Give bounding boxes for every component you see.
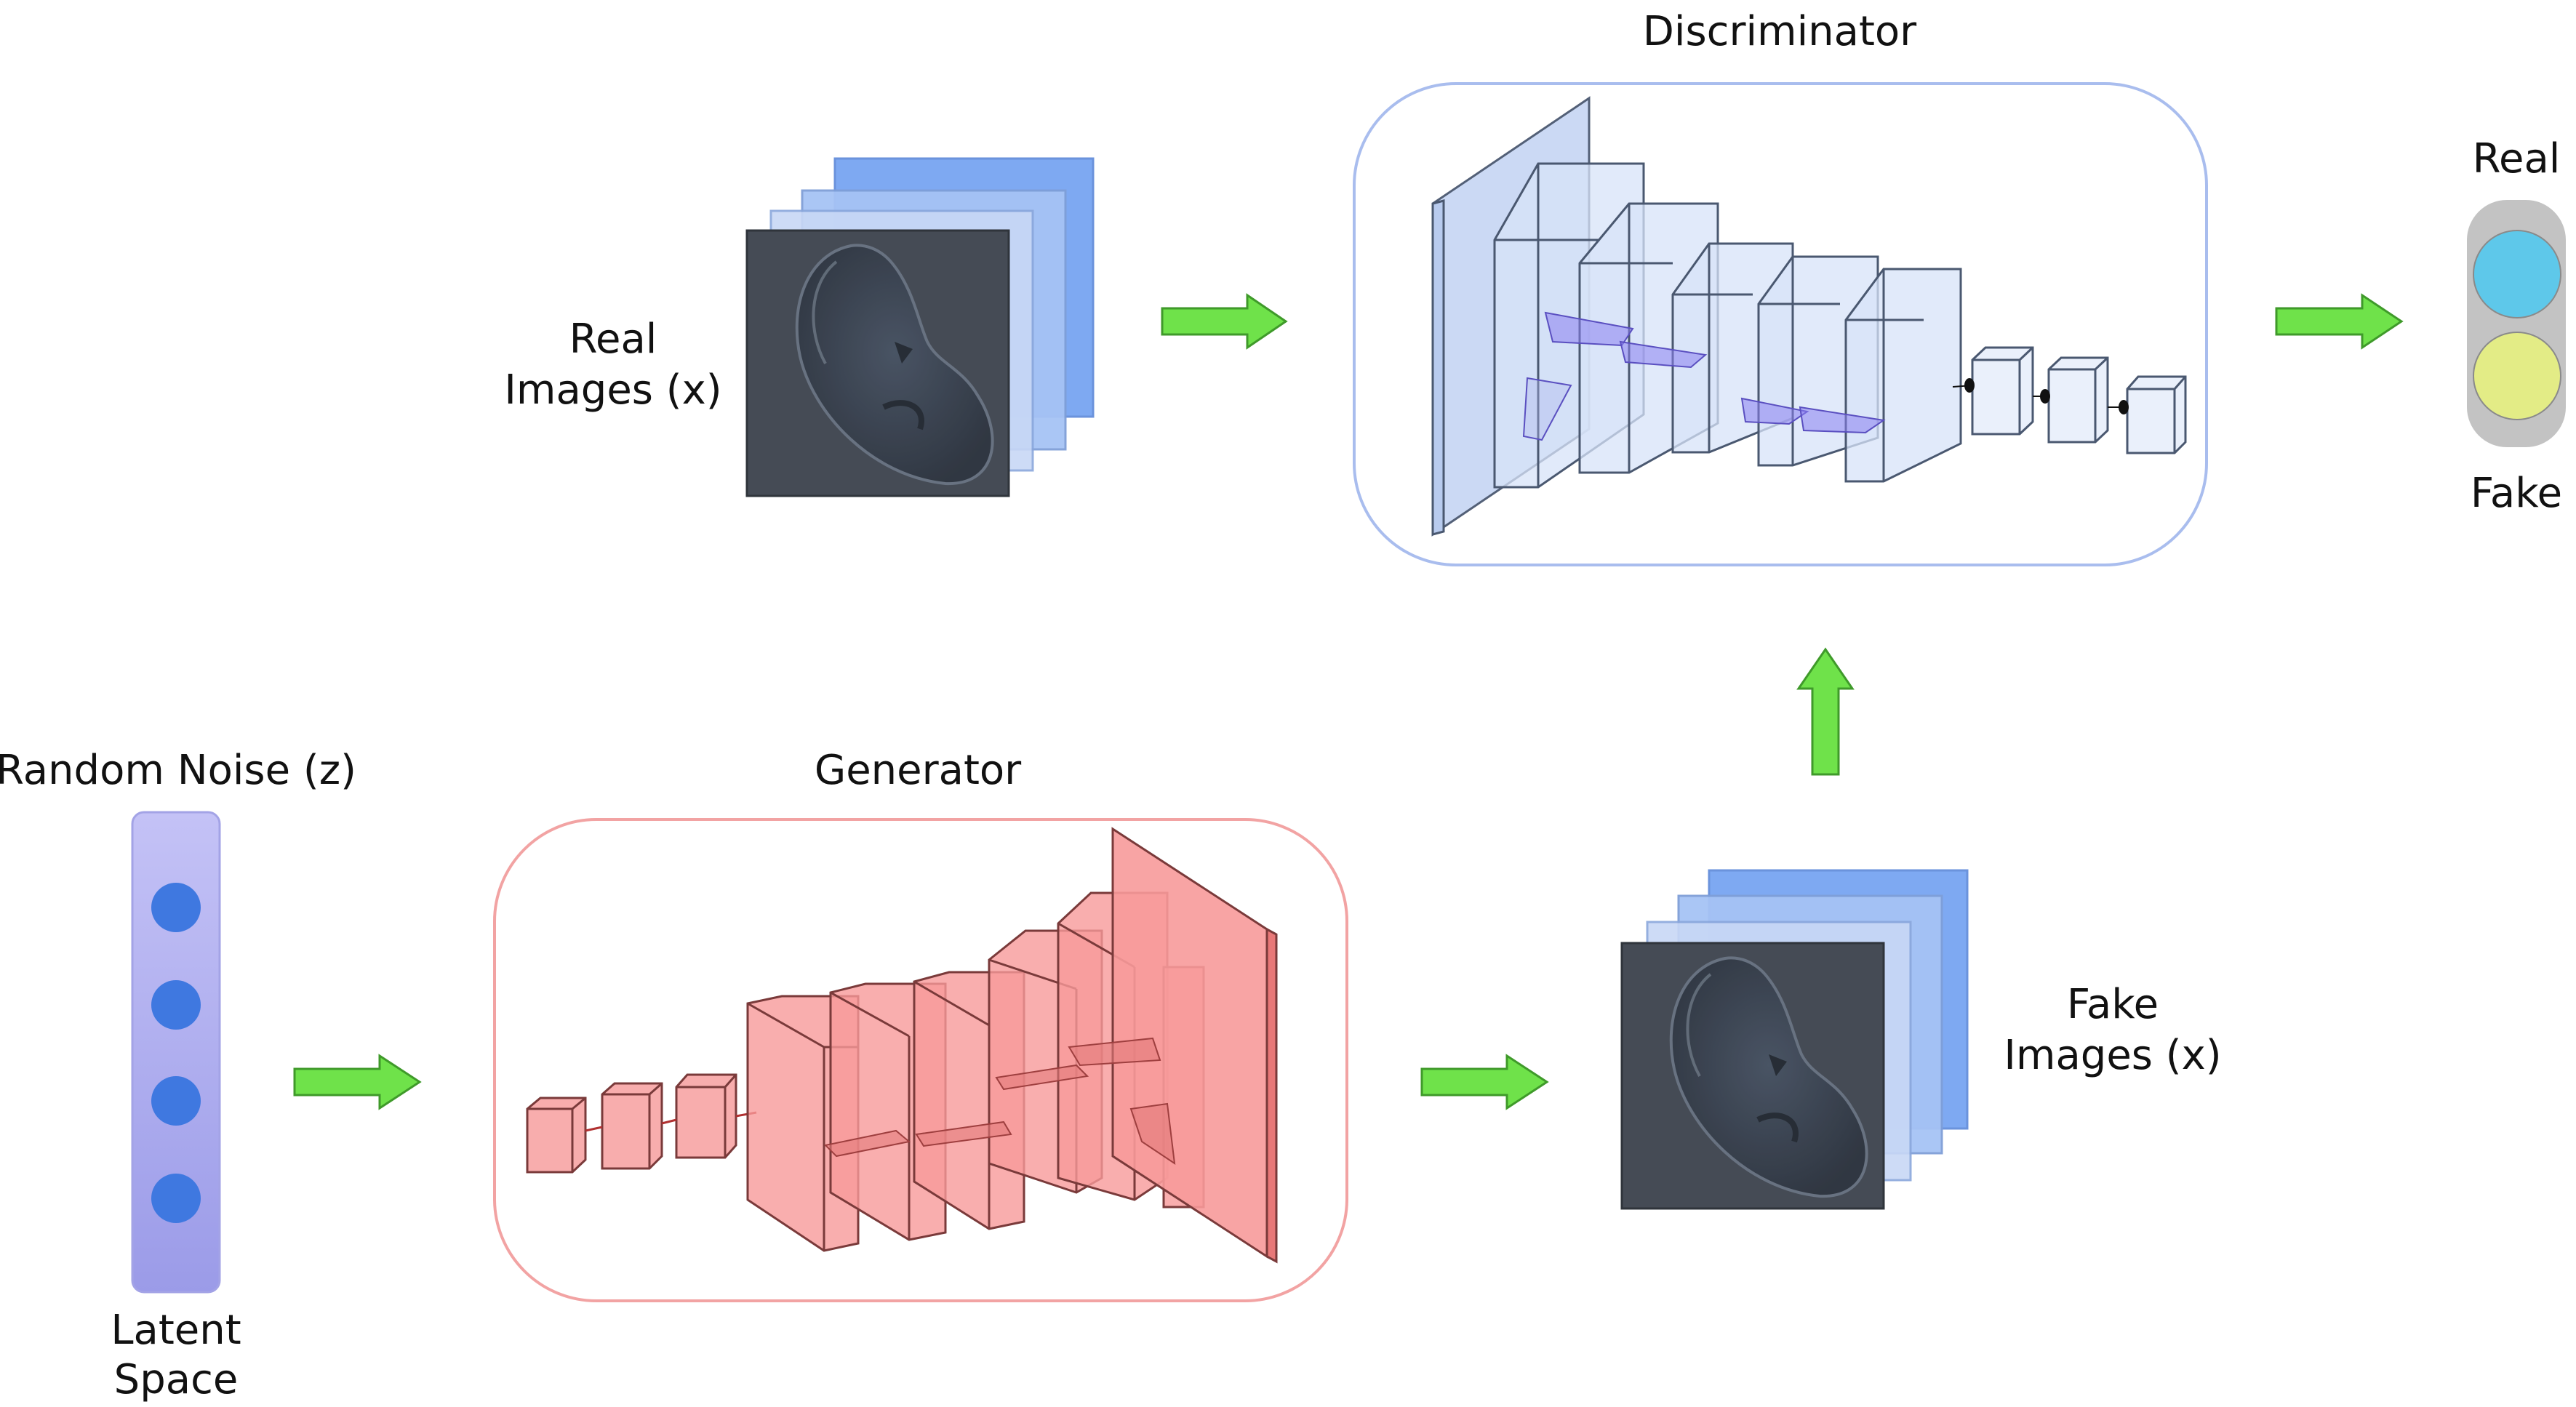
latent-space-label: Latent Space bbox=[111, 1307, 241, 1403]
output-real-label: Real bbox=[2473, 135, 2561, 183]
arrow-right-icon bbox=[1420, 1054, 1549, 1110]
discriminator-title: Discriminator bbox=[1643, 8, 1917, 55]
fake-images-line-1: Fake bbox=[2067, 981, 2159, 1028]
random-noise-label: Random Noise (z) bbox=[0, 747, 356, 794]
latent-node bbox=[151, 883, 201, 932]
arrow-right-icon bbox=[1161, 293, 1288, 350]
fetus-ultrasound-icon bbox=[795, 244, 994, 486]
output-real-dot bbox=[2473, 230, 2561, 318]
real-images-line-1: Real bbox=[569, 316, 657, 363]
arrow-up-icon bbox=[1796, 647, 1855, 776]
latent-node bbox=[151, 1174, 201, 1223]
fake-images-line-2: Images (x) bbox=[2004, 1032, 2221, 1079]
latent-space-line-1: Latent bbox=[111, 1307, 241, 1354]
generator-title: Generator bbox=[815, 747, 1022, 794]
arrow-right-icon bbox=[293, 1054, 422, 1110]
discriminator-layers bbox=[1431, 96, 2187, 537]
real-images-stack bbox=[745, 157, 1095, 497]
output-fake-label: Fake bbox=[2471, 470, 2562, 517]
generator-layers bbox=[526, 827, 1278, 1264]
fetus-ultrasound-icon bbox=[1669, 956, 1868, 1198]
latent-node bbox=[151, 1076, 201, 1126]
fake-images-stack bbox=[1620, 869, 1969, 1210]
latent-vector bbox=[131, 811, 221, 1294]
arrow-right-icon bbox=[2275, 293, 2404, 350]
fake-images-label: Fake Images (x) bbox=[2004, 981, 2221, 1079]
latent-space-line-2: Space bbox=[114, 1356, 239, 1403]
output-fake-dot bbox=[2473, 332, 2561, 420]
latent-node bbox=[151, 980, 201, 1030]
real-images-line-2: Images (x) bbox=[504, 366, 721, 414]
output-capsule bbox=[2467, 200, 2566, 447]
real-images-label: Real Images (x) bbox=[504, 316, 721, 414]
